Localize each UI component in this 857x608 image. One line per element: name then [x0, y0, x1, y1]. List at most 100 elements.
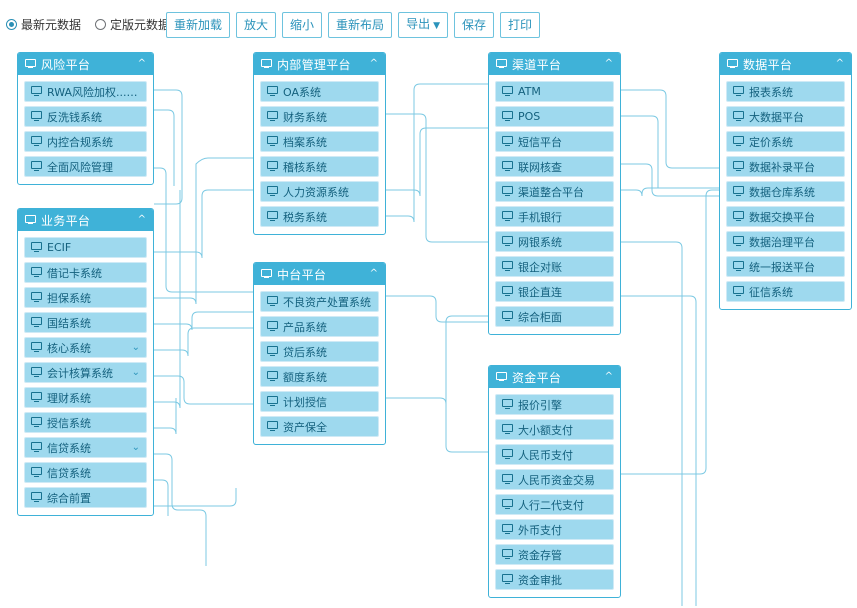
node-item[interactable]: 报价引擎 — [495, 394, 614, 415]
edge-layer — [144, 83, 729, 606]
node-item[interactable]: 短信平台 — [495, 131, 614, 152]
node-item[interactable]: 人行二代支付 — [495, 494, 614, 515]
edge-connector — [154, 375, 253, 405]
node-item[interactable]: 产品系统 — [260, 316, 379, 337]
node-item[interactable]: 综合柜面 — [495, 306, 614, 327]
panel-business[interactable]: 业务平台^ ECIF 借记卡系统担保系统国结系统核心系统⌄ 会计核算系统⌄ 理财系统授信… — [17, 208, 154, 516]
reload-button[interactable]: 重新加载 — [166, 12, 231, 38]
node-item[interactable]: 资金存管 — [495, 544, 614, 565]
node-item[interactable]: 外币支付 — [495, 519, 614, 540]
save-button[interactable]: 保存 — [454, 12, 495, 38]
chevron-down-icon[interactable]: ⌄ — [131, 342, 140, 353]
node-item[interactable]: 数据交换平台 — [726, 206, 845, 227]
node-item[interactable]: 核心系统⌄ — [24, 337, 147, 358]
panel-channel[interactable]: 渠道平台^ ATM POS 短信平台联网核查渠道整合平台手机银行网银系统银企对账银企直… — [488, 52, 621, 335]
node-item[interactable]: 全面风险管理 — [24, 156, 147, 177]
chevron-up-icon[interactable]: ^ — [137, 58, 146, 69]
node-item[interactable]: 银企对账 — [495, 256, 614, 277]
node-item[interactable]: 反洗钱系统 — [24, 106, 147, 127]
chevron-up-icon[interactable]: ^ — [604, 58, 613, 69]
node-item[interactable]: 财务系统 — [260, 106, 379, 127]
node-item[interactable]: 会计核算系统⌄ — [24, 362, 147, 383]
node-item[interactable]: 不良资产处置系统 — [260, 291, 379, 312]
zoom-in-button[interactable]: 放大 — [236, 12, 277, 38]
panel-header-internal[interactable]: 内部管理平台^ — [254, 53, 385, 75]
print-label: 打印 — [508, 17, 533, 32]
node-item[interactable]: 额度系统 — [260, 366, 379, 387]
node-item[interactable]: 计划授信 — [260, 391, 379, 412]
edge-connector — [621, 89, 719, 169]
export-dropdown-button[interactable]: 导出▼ — [398, 12, 448, 38]
node-item[interactable]: 银企直连 — [495, 281, 614, 302]
node-item[interactable]: ECIF — [24, 237, 147, 258]
chevron-up-icon[interactable]: ^ — [369, 268, 378, 279]
panel-fund[interactable]: 资金平台^ 报价引擎大小额支付人民币支付人民币资金交易人行二代支付外币支付资金存管… — [488, 365, 621, 598]
node-item[interactable]: 资金审批 — [495, 569, 614, 590]
node-item[interactable]: 联网核查 — [495, 156, 614, 177]
panel-middle[interactable]: 中台平台^ 不良资产处置系统产品系统贷后系统额度系统计划授信资产保全 — [253, 262, 386, 445]
node-item[interactable]: 国结系统 — [24, 312, 147, 333]
chevron-down-icon[interactable]: ⌄ — [131, 367, 140, 378]
node-item[interactable]: 网银系统 — [495, 231, 614, 252]
node-item[interactable]: 稽核系统 — [260, 156, 379, 177]
node-item[interactable]: 授信系统 — [24, 412, 147, 433]
node-item[interactable]: 大数据平台 — [726, 106, 845, 127]
edge-connector — [621, 241, 683, 606]
node-item[interactable]: 统一报送平台 — [726, 256, 845, 277]
radio-latest-metadata[interactable]: 最新元数据 — [6, 16, 81, 33]
panel-header-middle[interactable]: 中台平台^ — [254, 263, 385, 285]
monitor-icon — [261, 268, 272, 280]
node-item[interactable]: 手机银行 — [495, 206, 614, 227]
node-item[interactable]: RWA风险加权...计量系统 — [24, 81, 147, 102]
panel-data[interactable]: 数据平台^ 报表系统大数据平台定价系统数据补录平台数据仓库系统数据交换平台数据治理… — [719, 52, 852, 310]
node-item[interactable]: 数据补录平台 — [726, 156, 845, 177]
edge-connector — [386, 113, 488, 243]
node-item[interactable]: 内控合规系统 — [24, 131, 147, 152]
toolbar-button-group: 重新加载 放大 缩小 重新布局 导出▼ 保存 打印 — [166, 12, 541, 38]
diagram-canvas[interactable]: 风险平台^RWA风险加权...计量系统反洗钱系统内控合规系统全面风险管理业务平台… — [0, 46, 857, 608]
node-item[interactable]: 理财系统 — [24, 387, 147, 408]
panel-header-fund[interactable]: 资金平台^ — [489, 366, 620, 388]
node-item[interactable]: 数据治理平台 — [726, 231, 845, 252]
node-item[interactable]: 大小额支付 — [495, 419, 614, 440]
node-item[interactable]: 信贷系统⌄ — [24, 437, 147, 458]
panel-header-risk[interactable]: 风险平台^ — [18, 53, 153, 75]
node-item[interactable]: 贷后系统 — [260, 341, 379, 362]
node-item[interactable]: OA系统 — [260, 81, 379, 102]
relayout-button[interactable]: 重新布局 — [328, 12, 393, 38]
node-label: 大数据平台 — [749, 110, 804, 124]
zoom-out-button[interactable]: 缩小 — [282, 12, 323, 38]
node-item[interactable]: 渠道整合平台 — [495, 181, 614, 202]
chevron-down-icon[interactable]: ⌄ — [131, 442, 140, 453]
node-item[interactable]: 数据仓库系统 — [726, 181, 845, 202]
panel-header-business[interactable]: 业务平台^ — [18, 209, 153, 231]
node-item[interactable]: 综合前置 — [24, 487, 147, 508]
node-item[interactable]: 人民币资金交易 — [495, 469, 614, 490]
node-item[interactable]: 担保系统 — [24, 287, 147, 308]
chevron-up-icon[interactable]: ^ — [137, 214, 146, 225]
node-item[interactable]: 定价系统 — [726, 131, 845, 152]
panel-internal[interactable]: 内部管理平台^ OA系统财务系统档案系统稽核系统人力资源系统税务系统 — [253, 52, 386, 235]
panel-header-channel[interactable]: 渠道平台^ — [489, 53, 620, 75]
node-item[interactable]: 借记卡系统 — [24, 262, 147, 283]
node-item[interactable]: 征信系统 — [726, 281, 845, 302]
node-item[interactable]: ATM — [495, 81, 614, 102]
node-item[interactable]: 信贷系统 — [24, 462, 147, 483]
chevron-up-icon[interactable]: ^ — [604, 371, 613, 382]
radio-label-latest: 最新元数据 — [21, 18, 82, 32]
node-label: 渠道整合平台 — [518, 185, 584, 199]
chevron-up-icon[interactable]: ^ — [835, 58, 844, 69]
node-item[interactable]: 报表系统 — [726, 81, 845, 102]
node-label: 银企直连 — [518, 285, 562, 299]
node-item[interactable]: 档案系统 — [260, 131, 379, 152]
node-item[interactable]: 人民币支付 — [495, 444, 614, 465]
chevron-up-icon[interactable]: ^ — [369, 58, 378, 69]
print-button[interactable]: 打印 — [500, 12, 541, 38]
radio-versioned-metadata[interactable]: 定版元数据 — [95, 16, 170, 33]
panel-header-data[interactable]: 数据平台^ — [720, 53, 851, 75]
node-item[interactable]: 资产保全 — [260, 416, 379, 437]
panel-risk[interactable]: 风险平台^ RWA风险加权...计量系统反洗钱系统内控合规系统全面风险管理 — [17, 52, 154, 185]
node-item[interactable]: 人力资源系统 — [260, 181, 379, 202]
node-item[interactable]: 税务系统 — [260, 206, 379, 227]
node-item[interactable]: POS — [495, 106, 614, 127]
